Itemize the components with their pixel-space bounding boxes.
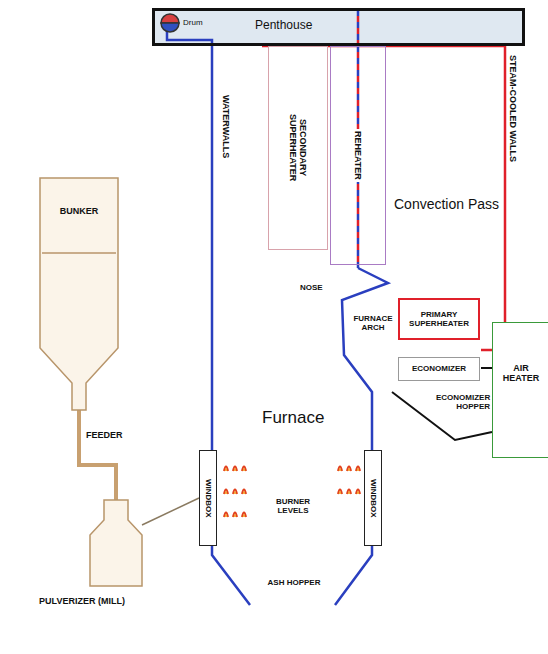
outline-part xyxy=(42,252,116,254)
wall-label-text: WATERWALLS xyxy=(221,95,231,158)
part-label-text: BURNER LEVELS xyxy=(262,497,324,515)
edge-label-text: FEEDER xyxy=(85,430,124,440)
part-label-text: NOSE xyxy=(300,283,323,292)
windbox: WINDBOX xyxy=(364,450,382,546)
node-text: Penthouse xyxy=(255,19,312,33)
penthouse-box: Drum Penthouse xyxy=(152,8,525,46)
part-label: ECONOMIZER HOPPER xyxy=(436,393,490,411)
part-label-text: FURNACE ARCH xyxy=(350,314,396,332)
drum: Drum xyxy=(160,13,208,33)
node-text: AIR HEATER xyxy=(496,363,546,384)
node-text: ECONOMIZER xyxy=(412,364,466,373)
node-text: Drum xyxy=(183,18,203,27)
wall-label: WATERWALLS xyxy=(221,95,231,158)
economizer-box: ECONOMIZER xyxy=(398,357,480,381)
pulverizer-mill: PULVERIZER (MILL) xyxy=(90,500,142,586)
part-label: NOSE xyxy=(300,283,323,292)
node-text: PRIMARY SUPERHEATER xyxy=(402,310,476,328)
region-label-text: Convection Pass xyxy=(394,196,499,212)
wall-label: STEAM-COOLED WALLS xyxy=(508,55,518,162)
economizer-hopper-wall xyxy=(392,392,492,440)
node-text: REHEATER xyxy=(353,129,363,182)
part-label: ASH HOPPER xyxy=(266,578,322,587)
outline-part xyxy=(40,178,118,410)
drum-outline xyxy=(160,13,180,33)
region-label: Convection Pass xyxy=(394,196,499,212)
bunker-silo: BUNKER xyxy=(40,178,118,410)
pulverizer-mill-outline xyxy=(90,500,142,586)
windbox: WINDBOX xyxy=(199,450,217,546)
outline-part xyxy=(161,14,179,23)
secondary-superheater-box: SECONDARY SUPERHEATER xyxy=(268,46,328,250)
burner-flames xyxy=(224,467,360,518)
wall-label-text: STEAM-COOLED WALLS xyxy=(508,55,518,162)
region-label: Furnace xyxy=(262,408,324,428)
part-label-text: ASH HOPPER xyxy=(266,578,322,587)
reheater-box: REHEATER xyxy=(330,46,386,265)
outline-part xyxy=(90,500,142,586)
node-text: BUNKER xyxy=(60,206,99,216)
feeder-pipe xyxy=(79,410,116,500)
air-heater-box: AIR HEATER xyxy=(492,322,548,458)
part-label: FURNACE ARCH xyxy=(350,314,396,332)
node-text: WINDBOX xyxy=(368,479,377,518)
edge-label: FEEDER xyxy=(85,430,124,440)
steam-cooled-wall xyxy=(262,46,505,350)
part-label: BURNER LEVELS xyxy=(262,497,324,515)
outline-part xyxy=(161,23,179,32)
waterwall-left xyxy=(167,31,250,605)
node-text: PULVERIZER (MILL) xyxy=(36,596,128,606)
part-label-text: ECONOMIZER HOPPER xyxy=(436,393,490,411)
region-label-text: Furnace xyxy=(262,408,324,428)
node-text: WINDBOX xyxy=(203,479,212,518)
flue-duct xyxy=(481,367,492,369)
primary-superheater-box: PRIMARY SUPERHEATER xyxy=(398,298,480,340)
node-text: SECONDARY SUPERHEATER xyxy=(288,98,309,198)
coal-pipe xyxy=(142,498,199,525)
